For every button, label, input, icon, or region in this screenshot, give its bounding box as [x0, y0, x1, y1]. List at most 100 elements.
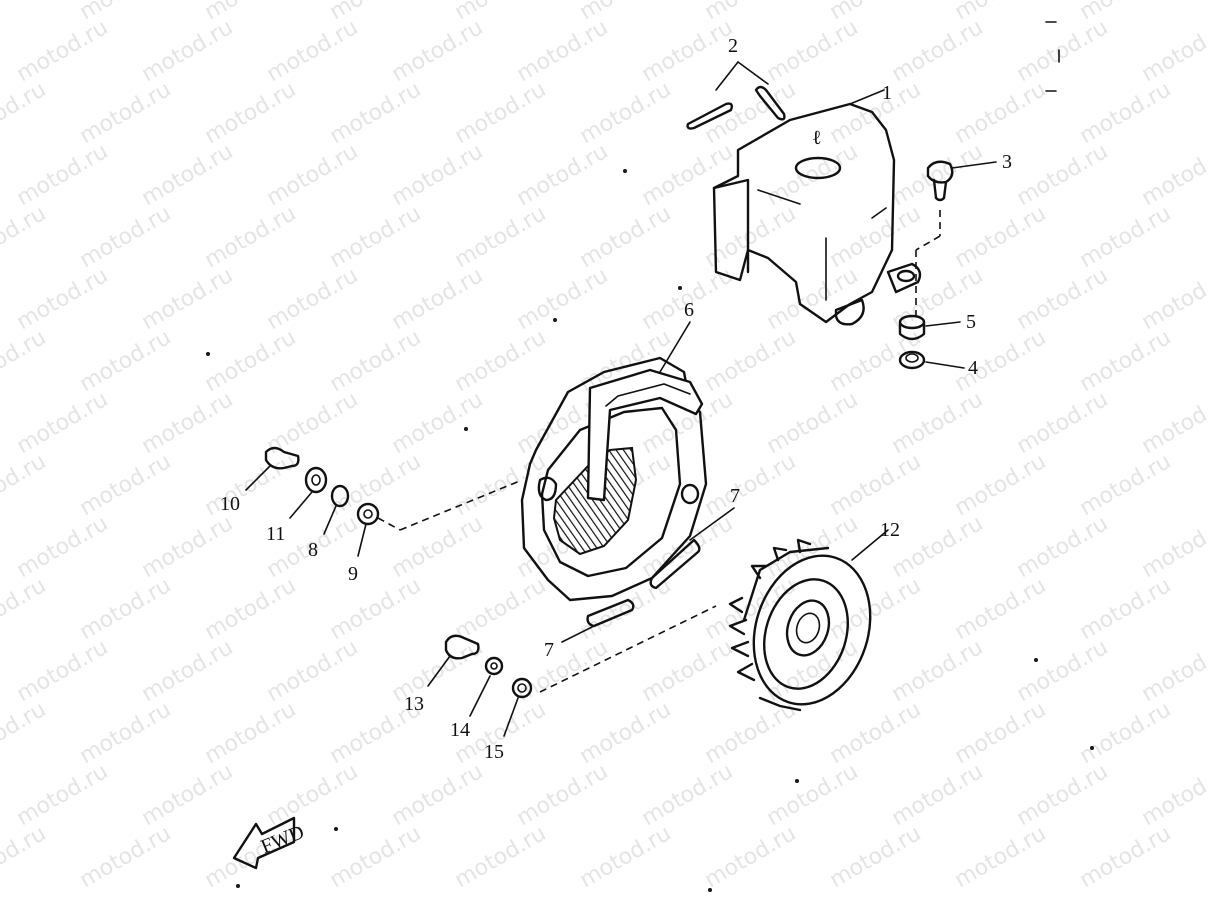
- watermark-text: motod.ru: [13, 511, 113, 583]
- part-8-spacer: [323, 484, 350, 535]
- callout-2: 2: [728, 35, 738, 57]
- watermark-text: motod.ru: [513, 263, 613, 335]
- watermark-text: motod.ru: [1013, 511, 1113, 583]
- print-specks: [206, 169, 1094, 892]
- part-15-nut: [503, 677, 533, 737]
- watermark-text: motod.ru: [638, 759, 738, 831]
- part-5-collar: [898, 314, 961, 341]
- watermark-text: motod.ru: [263, 263, 363, 335]
- callout-8: 8: [308, 539, 318, 561]
- watermark-text: motod.ru: [13, 263, 113, 335]
- watermark-text: motod.ru: [826, 449, 926, 521]
- watermark-text: motod.ru: [513, 15, 613, 87]
- watermark-text: motod.ru: [1013, 139, 1113, 211]
- watermark-text: motod.ru: [1013, 387, 1113, 459]
- watermark-text: motod.ru: [888, 759, 988, 831]
- watermark-text: motod.ru: [0, 201, 50, 273]
- watermark-text: motod.ru: [1076, 77, 1176, 149]
- watermark-text: motod.ru: [326, 325, 426, 397]
- part-3-bolt: [915, 160, 997, 320]
- svg-text:ℓ: ℓ: [812, 127, 822, 149]
- watermark-text: motod.ru: [201, 573, 301, 645]
- watermark-text: motod.ru: [0, 77, 50, 149]
- callout-7b: 7: [544, 639, 554, 661]
- watermark-text: motod.ru: [1076, 821, 1176, 893]
- watermark-text: motod.ru: [326, 573, 426, 645]
- watermark-text: motod.ru: [638, 635, 738, 707]
- watermark-text: motod.ru: [451, 573, 551, 645]
- part-6-fan-housing: [399, 321, 708, 602]
- callout-1: 1: [882, 82, 892, 104]
- watermark-text: motod.ru: [76, 449, 176, 521]
- watermark-text: motod.ru: [138, 635, 238, 707]
- watermark-text: motod.ru: [951, 325, 1051, 397]
- watermark-text: motod.ru: [138, 511, 238, 583]
- watermark-text: motod.ru: [451, 325, 551, 397]
- watermark-text: motod.ru: [1076, 201, 1176, 273]
- watermark-text: motod.ru: [76, 821, 176, 893]
- callout-11: 11: [266, 523, 285, 545]
- callout-3: 3: [1002, 151, 1012, 173]
- watermark-text: motod.ru: [138, 139, 238, 211]
- watermark-text: motod.ru: [638, 15, 738, 87]
- watermark-text: motod.ru: [1076, 449, 1176, 521]
- watermark-text: motod.ru: [1013, 15, 1113, 87]
- part-4-nut: [898, 350, 965, 370]
- watermark-text: motod.ru: [76, 77, 176, 149]
- watermark-text: motod.ru: [951, 77, 1051, 149]
- watermark-text: motod.ru: [763, 15, 863, 87]
- watermark-text: motod.ru: [1138, 759, 1209, 831]
- callout-12: 12: [880, 519, 900, 541]
- watermark-text: motod.ru: [451, 449, 551, 521]
- watermark-text: motod.ru: [263, 139, 363, 211]
- watermark-text: motod.ru: [1138, 139, 1209, 211]
- watermark-text: motod.ru: [76, 573, 176, 645]
- part-1-shroud-cover: ℓ: [712, 89, 922, 326]
- watermark-text: motod.ru: [951, 697, 1051, 769]
- watermark-text: motod.ru: [888, 635, 988, 707]
- callout-10: 10: [220, 493, 240, 515]
- callout-5: 5: [966, 311, 976, 333]
- callout-15: 15: [484, 741, 504, 763]
- watermark-text: motod.ru: [1076, 697, 1176, 769]
- callout-6: 6: [684, 299, 694, 321]
- watermark-text: motod.ru: [326, 201, 426, 273]
- watermark-text: motod.ru: [13, 387, 113, 459]
- watermark-text: motod.ru: [451, 77, 551, 149]
- watermark-text: motod.ru: [701, 449, 801, 521]
- watermark-text: motod.ru: [0, 449, 50, 521]
- watermark-text: motod.ru: [76, 325, 176, 397]
- watermark-text: motod.ru: [0, 325, 50, 397]
- watermark-text: motod.ru: [263, 15, 363, 87]
- watermark-text: motod.ru: [0, 697, 50, 769]
- watermark-text: motod.ru: [388, 387, 488, 459]
- watermark-text: motod.ru: [201, 201, 301, 273]
- watermark-text: motod.ru: [701, 821, 801, 893]
- watermark-text: motod.ru: [451, 821, 551, 893]
- watermark-text: motod.ru: [638, 139, 738, 211]
- watermark-text: motod.ru: [0, 573, 50, 645]
- part-13-bolt: [427, 634, 480, 687]
- watermark-text: motod.ru: [576, 697, 676, 769]
- watermark-text: motod.ru: [201, 697, 301, 769]
- watermark-text: motod.ru: [951, 449, 1051, 521]
- flywheel-fins: [728, 538, 812, 682]
- watermark-text: motod.ru: [138, 15, 238, 87]
- part-2-pins: [686, 61, 786, 130]
- watermark-text: motod.ru: [1138, 635, 1209, 707]
- watermark-text: motod.ru: [263, 635, 363, 707]
- watermark-text: motod.ru: [263, 759, 363, 831]
- watermark-text: motod.ru: [13, 635, 113, 707]
- watermark-text: motod.ru: [388, 511, 488, 583]
- watermark-text: motod.ru: [701, 77, 801, 149]
- part-14-lock-washer: [469, 656, 504, 717]
- watermark-text: motod.ru: [701, 325, 801, 397]
- watermark-text: motod.ru: [951, 201, 1051, 273]
- watermark-text: motod.ru: [13, 759, 113, 831]
- watermark-text: motod.ru: [826, 573, 926, 645]
- part-12-flywheel: [539, 529, 889, 712]
- watermark-text: motod.ru: [826, 77, 926, 149]
- watermark-text: motod.ru: [1138, 387, 1209, 459]
